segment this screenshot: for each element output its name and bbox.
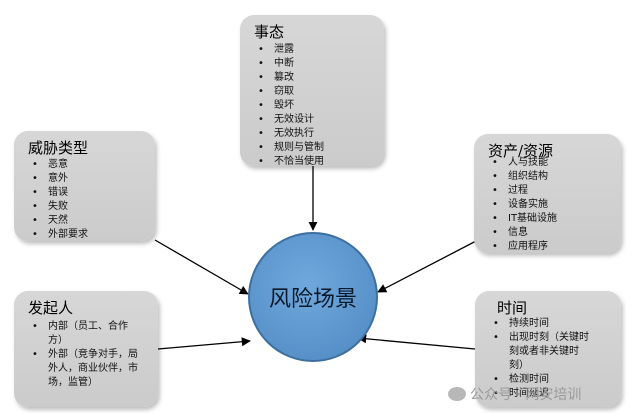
list-item: 意外 <box>26 172 151 186</box>
event-title: 事态 <box>254 23 285 41</box>
list-item: 中断 <box>252 57 382 71</box>
list-item: 篡改 <box>252 71 382 85</box>
list-item: 出现时刻（关键时刻或者非关键时刻） <box>487 331 593 373</box>
assets-list: 人与技能 组织结构 过程 设备实施 IT基础设施 信息 应用程序 <box>486 156 618 254</box>
list-item: 无效设计 <box>252 113 382 127</box>
list-item: 外部（竞争对手，局外人，商业伙伴，市场，监管） <box>26 348 138 390</box>
list-item: 应用程序 <box>486 240 618 254</box>
initiator-list: 内部（员工、合作方） 外部（竞争对手，局外人，商业伙伴，市场，监管） <box>26 320 138 390</box>
list-item: 检测时间 <box>487 373 593 387</box>
list-item: 组织结构 <box>486 170 618 184</box>
list-item: 时间延迟 <box>487 387 593 401</box>
list-item: 泄露 <box>252 43 382 57</box>
assets-box: 资产/资源 人与技能 组织结构 过程 设备实施 IT基础设施 信息 应用程序 <box>474 134 621 254</box>
arrow-initiator-to-center <box>157 337 251 350</box>
list-item: IT基础设施 <box>486 212 618 226</box>
list-item: 过程 <box>486 184 618 198</box>
list-item: 人与技能 <box>486 156 618 170</box>
risk-scenario-node: 风险场景 <box>248 232 378 362</box>
list-item: 恶意 <box>26 158 151 172</box>
watermark-text: 公众号 · 网安培训 <box>470 387 582 403</box>
list-item: 无效执行 <box>252 127 382 141</box>
list-item: 持续时间 <box>487 317 593 331</box>
threat-type-list: 恶意 意外 错误 失败 天然 外部要求 <box>26 158 151 242</box>
initiator-title: 发起人 <box>28 299 74 317</box>
list-item: 内部（员工、合作方） <box>26 320 138 348</box>
event-list: 泄露 中断 篡改 窃取 毁坏 无效设计 无效执行 规则与管制 不恰当使用 <box>252 43 382 169</box>
list-item: 窃取 <box>252 85 382 99</box>
list-item: 不恰当使用 <box>252 155 382 169</box>
threat-type-box: 威胁类型 恶意 意外 错误 失败 天然 外部要求 <box>14 131 155 242</box>
list-item: 天然 <box>26 214 151 228</box>
event-box: 事态 泄露 中断 篡改 窃取 毁坏 无效设计 无效执行 规则与管制 不恰当使用 <box>240 15 384 169</box>
arrow-threat-to-center <box>154 239 249 295</box>
list-item: 设备实施 <box>486 198 618 212</box>
time-title: 时间 <box>497 299 528 317</box>
list-item: 毁坏 <box>252 99 382 113</box>
risk-scenario-label: 风险场景 <box>268 287 357 312</box>
watermark: 公众号 · 网安培训 <box>448 384 581 404</box>
list-item: 规则与管制 <box>252 141 382 155</box>
initiator-box: 发起人 内部（员工、合作方） 外部（竞争对手，局外人，商业伙伴，市场，监管） <box>14 291 158 407</box>
threat-type-title: 威胁类型 <box>28 139 89 157</box>
list-item: 错误 <box>26 186 151 200</box>
time-box: 时间 持续时间 出现时刻（关键时刻或者非关键时刻） 检测时间 时间延迟 <box>475 291 621 407</box>
arrow-time-to-center <box>357 334 476 350</box>
time-list: 持续时间 出现时刻（关键时刻或者非关键时刻） 检测时间 时间延迟 <box>487 317 593 401</box>
list-item: 信息 <box>486 226 618 240</box>
list-item: 外部要求 <box>26 228 151 242</box>
arrow-assets-to-center <box>377 239 479 293</box>
wechat-icon <box>448 387 466 401</box>
list-item: 失败 <box>26 200 151 214</box>
